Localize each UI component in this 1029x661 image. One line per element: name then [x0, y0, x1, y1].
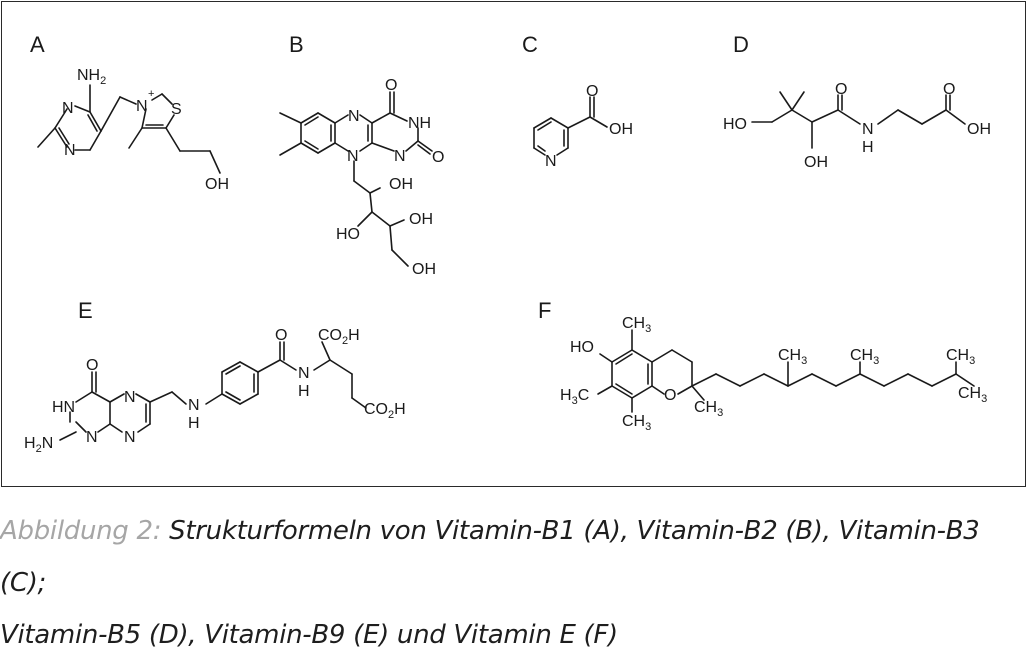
atom-label: N: [347, 148, 359, 165]
figure-frame: [1, 1, 1026, 487]
panel-e-letter: E: [78, 298, 93, 323]
atom-label: CO2H: [318, 327, 360, 347]
atom-label: O: [432, 149, 444, 166]
panel-a: A NH2 N + S N N OH: [30, 32, 229, 193]
figure-caption: Abbildung 2: Strukturformeln von Vitamin…: [0, 505, 1029, 661]
panel-b-letter: B: [289, 32, 304, 57]
atom-label: HO: [723, 116, 747, 133]
atom-label: HO: [336, 226, 360, 243]
panel-b: B: [279, 32, 444, 278]
atom-label: NH2: [77, 67, 106, 87]
atom-label: H: [862, 139, 874, 156]
atom-label: N: [136, 98, 148, 115]
panel-f-letter: F: [538, 298, 551, 323]
atom-label: N: [348, 108, 360, 125]
panel-c-letter: C: [522, 32, 538, 57]
atom-label: S: [171, 101, 182, 118]
panel-d: D HO O N H OH O OH: [723, 32, 991, 171]
atom-label: N: [298, 365, 310, 382]
panel-e: E: [24, 298, 406, 455]
panel-c: C O OH N: [522, 32, 633, 170]
structure-figure: A NH2 N + S N N OH B: [24, 32, 991, 455]
charge-label: +: [148, 88, 154, 100]
atom-label: OH: [412, 261, 436, 278]
panel-f: F HO CH: [538, 298, 987, 433]
atom-label: H: [188, 415, 200, 432]
atom-label: H: [298, 383, 310, 400]
atom-label: H3C: [560, 387, 589, 407]
atom-label: OH: [967, 121, 991, 138]
atom-label: N: [188, 397, 200, 414]
atom-label: O: [943, 81, 955, 98]
atom-label: CO2H: [364, 401, 406, 421]
atom-label: N: [124, 429, 136, 446]
atom-label: NH: [408, 115, 431, 132]
atom-label: N: [862, 121, 874, 138]
atom-label: O: [664, 387, 676, 404]
atom-label: OH: [389, 176, 413, 193]
atom-label: N: [394, 148, 406, 165]
atom-label: O: [86, 357, 98, 374]
atom-label: O: [385, 77, 397, 94]
atom-label: CH3: [622, 413, 651, 433]
caption-line-2: Vitamin-B5 (D), Vitamin-B9 (E) und Vitam…: [0, 620, 618, 650]
atom-label: CH3: [778, 347, 807, 367]
atom-label: O: [275, 327, 287, 344]
caption-line-1: Strukturformeln von Vitamin-B1 (A), Vita…: [0, 516, 980, 598]
atom-label: CH3: [850, 347, 879, 367]
atom-label: O: [586, 83, 598, 100]
atom-label: H2N: [24, 435, 53, 455]
atom-label: N: [124, 389, 136, 406]
atom-label: CH3: [958, 385, 987, 405]
atom-label: CH3: [946, 347, 975, 367]
atom-label: O: [835, 81, 847, 98]
atom-label: N: [64, 142, 76, 159]
atom-label: HO: [570, 339, 594, 356]
atom-label: CH3: [622, 315, 651, 335]
atom-label: OH: [409, 211, 433, 228]
atom-label: HN: [52, 399, 75, 416]
atom-label: N: [86, 429, 98, 446]
panel-a-letter: A: [30, 32, 45, 57]
atom-label: N: [545, 153, 557, 170]
caption-label: Abbildung 2:: [0, 516, 162, 546]
atom-label: CH3: [694, 399, 723, 419]
panel-d-letter: D: [733, 32, 749, 57]
atom-label: OH: [804, 154, 828, 171]
atom-label: OH: [205, 176, 229, 193]
atom-label: OH: [609, 121, 633, 138]
atom-label: N: [62, 100, 74, 117]
